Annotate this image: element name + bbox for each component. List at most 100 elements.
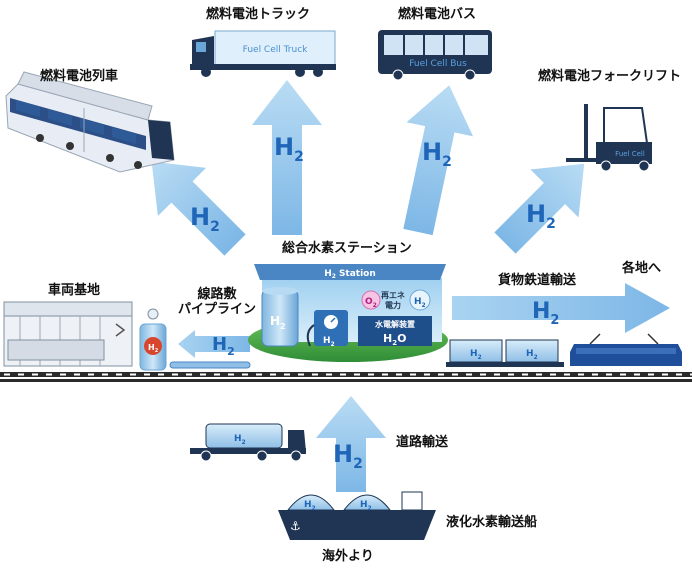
rail-tie <box>634 373 640 376</box>
svg-text:電力: 電力 <box>385 300 401 310</box>
rail-tie <box>102 373 108 376</box>
rail-tie <box>256 373 262 376</box>
label-fuel-cell-forklift: 燃料電池フォークリフト <box>538 69 682 84</box>
svg-text:H2: H2 <box>360 500 372 512</box>
arrow-to-truck <box>252 80 322 235</box>
rail-tie <box>270 373 276 376</box>
rail-tie <box>578 373 584 376</box>
rail-tie <box>536 373 542 376</box>
arrow-to-bus <box>403 85 474 236</box>
rail-tie <box>648 373 654 376</box>
rail-tie <box>242 373 248 376</box>
liquid-hydrogen-ship-icon: H2 H2 ⚓ <box>278 491 436 540</box>
label-pipeline-line1: 線路敷 <box>197 287 237 302</box>
arrow-to-train <box>151 161 246 256</box>
rail-tie <box>480 373 486 376</box>
rail-tie <box>158 373 164 376</box>
rail-tie <box>606 373 612 376</box>
rail-tie <box>592 373 598 376</box>
rail-tie <box>186 373 192 376</box>
svg-text:H2: H2 <box>414 297 426 309</box>
h2-label-pipeline: H2 <box>212 334 235 358</box>
rail-tie <box>508 373 514 376</box>
svg-text:H2: H2 <box>323 336 335 348</box>
rail-track <box>0 372 692 382</box>
arrow-freight <box>452 283 670 333</box>
h2-label-forklift: H2 <box>526 200 556 232</box>
rail-tie <box>228 373 234 376</box>
svg-text:Fuel Cell: Fuel Cell <box>615 150 645 158</box>
rail-tie <box>452 373 458 376</box>
fuel-cell-bus-icon: Fuel Cell Bus <box>378 30 492 81</box>
rail-tie <box>60 373 66 376</box>
rail-tie <box>676 373 682 376</box>
road-transport-truck-icon: H2 <box>190 423 306 462</box>
rail-tie <box>620 373 626 376</box>
rail-tie <box>284 373 290 376</box>
label-vehicle-depot: 車両基地 <box>48 283 101 298</box>
rail-tie <box>326 373 332 376</box>
rail-tie <box>18 373 24 376</box>
rail-tie <box>340 373 346 376</box>
rail-tie <box>368 373 374 376</box>
rail-tie <box>466 373 472 376</box>
svg-text:H2: H2 <box>304 500 316 512</box>
svg-text:H2: H2 <box>148 343 159 354</box>
rail-tie <box>396 373 402 376</box>
rail-tie <box>172 373 178 376</box>
svg-text:H2: H2 <box>470 349 482 361</box>
h2-label-overseas: H2 <box>333 440 363 472</box>
label-pipeline-line2: パイプライン <box>178 301 257 317</box>
label-fuel-cell-train: 燃料電池列車 <box>40 69 119 84</box>
pipeline-hydrogen-tank-icon: H2 <box>139 308 251 371</box>
freight-train-icon: H2 H2 <box>446 333 682 367</box>
fuel-cell-truck-icon: Fuel Cell Truck <box>190 30 336 77</box>
rail-tie <box>116 373 122 376</box>
arrow-to-forklift <box>494 163 585 254</box>
rail-tie <box>564 373 570 376</box>
rail-tie <box>88 373 94 376</box>
svg-text:Fuel Cell Truck: Fuel Cell Truck <box>243 45 308 55</box>
rail-tie <box>424 373 430 376</box>
svg-text:⚓: ⚓ <box>290 519 301 533</box>
label-liquid-hydrogen-ship: 液化水素輸送船 <box>446 515 538 530</box>
rail-tie <box>690 373 692 376</box>
rail-tie <box>312 373 318 376</box>
svg-text:H2: H2 <box>234 434 246 446</box>
arrow-pipeline <box>178 330 250 358</box>
rail-tie <box>494 373 500 376</box>
arrow-from-overseas <box>316 396 386 492</box>
label-destinations: 各地へ <box>622 261 662 276</box>
h2-label-bus: H2 <box>422 138 452 170</box>
svg-text:O2: O2 <box>365 297 377 309</box>
rail-tie <box>200 373 206 376</box>
forklift-icon: Fuel Cell <box>566 104 652 172</box>
svg-text:再エネ: 再エネ <box>381 290 405 300</box>
rail-tie <box>74 373 80 376</box>
svg-text:水電解装置: 水電解装置 <box>374 319 415 329</box>
rail-tie <box>130 373 136 376</box>
h2-label-freight: H2 <box>532 299 559 328</box>
vehicle-depot-icon <box>3 301 133 367</box>
rail-tie <box>354 373 360 376</box>
label-from-overseas: 海外より <box>322 549 374 564</box>
fuel-cell-train-icon <box>5 71 175 173</box>
rail-tie <box>410 373 416 376</box>
label-hydrogen-station: 総合水素ステーション <box>282 241 412 256</box>
h2-label-truck: H2 <box>274 133 304 165</box>
label-fuel-cell-bus: 燃料電池バス <box>398 7 477 22</box>
rail-tie <box>438 373 444 376</box>
h2-label-train: H2 <box>190 203 220 235</box>
rail-tie <box>4 373 10 376</box>
rail-tie <box>32 373 38 376</box>
label-fuel-cell-truck: 燃料電池トラック <box>206 7 311 22</box>
svg-text:H2: H2 <box>270 314 286 331</box>
svg-text:Fuel Cell Bus: Fuel Cell Bus <box>409 59 467 69</box>
rail-tie <box>298 373 304 376</box>
rail-tie <box>382 373 388 376</box>
rail-tie <box>550 373 556 376</box>
label-freight-rail: 貨物鉄道輸送 <box>498 273 577 288</box>
